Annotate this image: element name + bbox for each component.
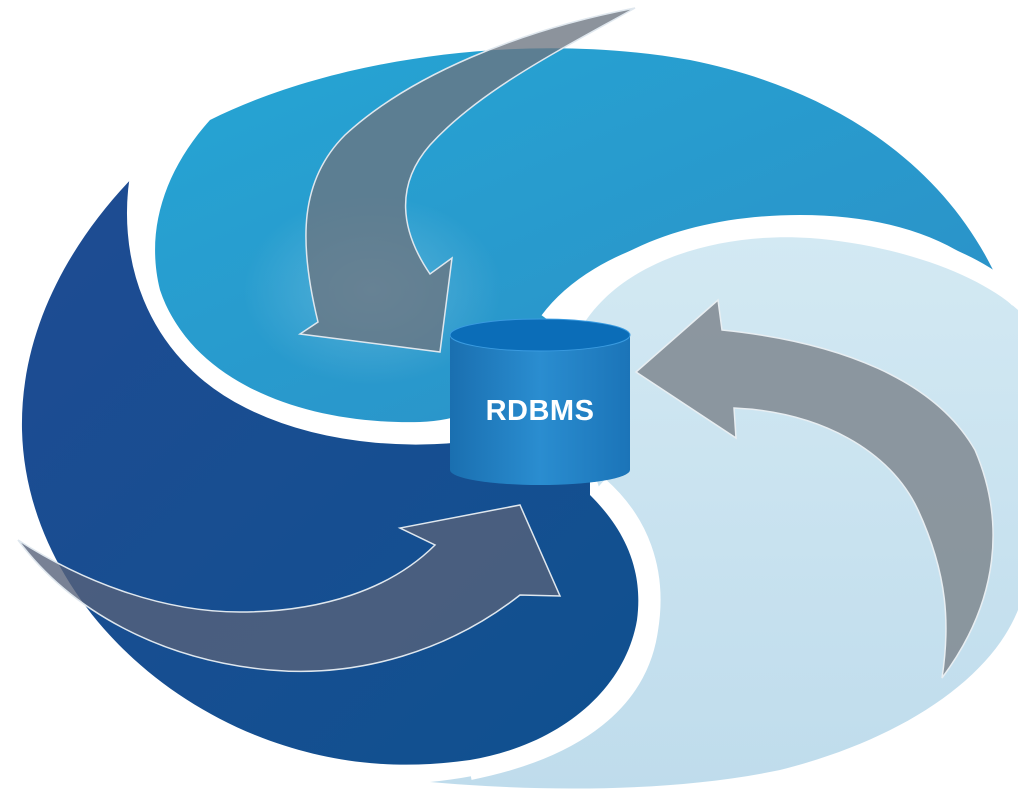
top-arrow	[297, 7, 636, 353]
separator-top-left	[126, 161, 489, 445]
separator-right-left	[468, 478, 661, 780]
separator-right-top	[541, 219, 1018, 325]
database-label: RDBMS	[486, 395, 595, 427]
left-arrow	[17, 504, 562, 673]
right-arrow	[634, 298, 994, 679]
database-icon: RDBMS	[449, 318, 631, 485]
